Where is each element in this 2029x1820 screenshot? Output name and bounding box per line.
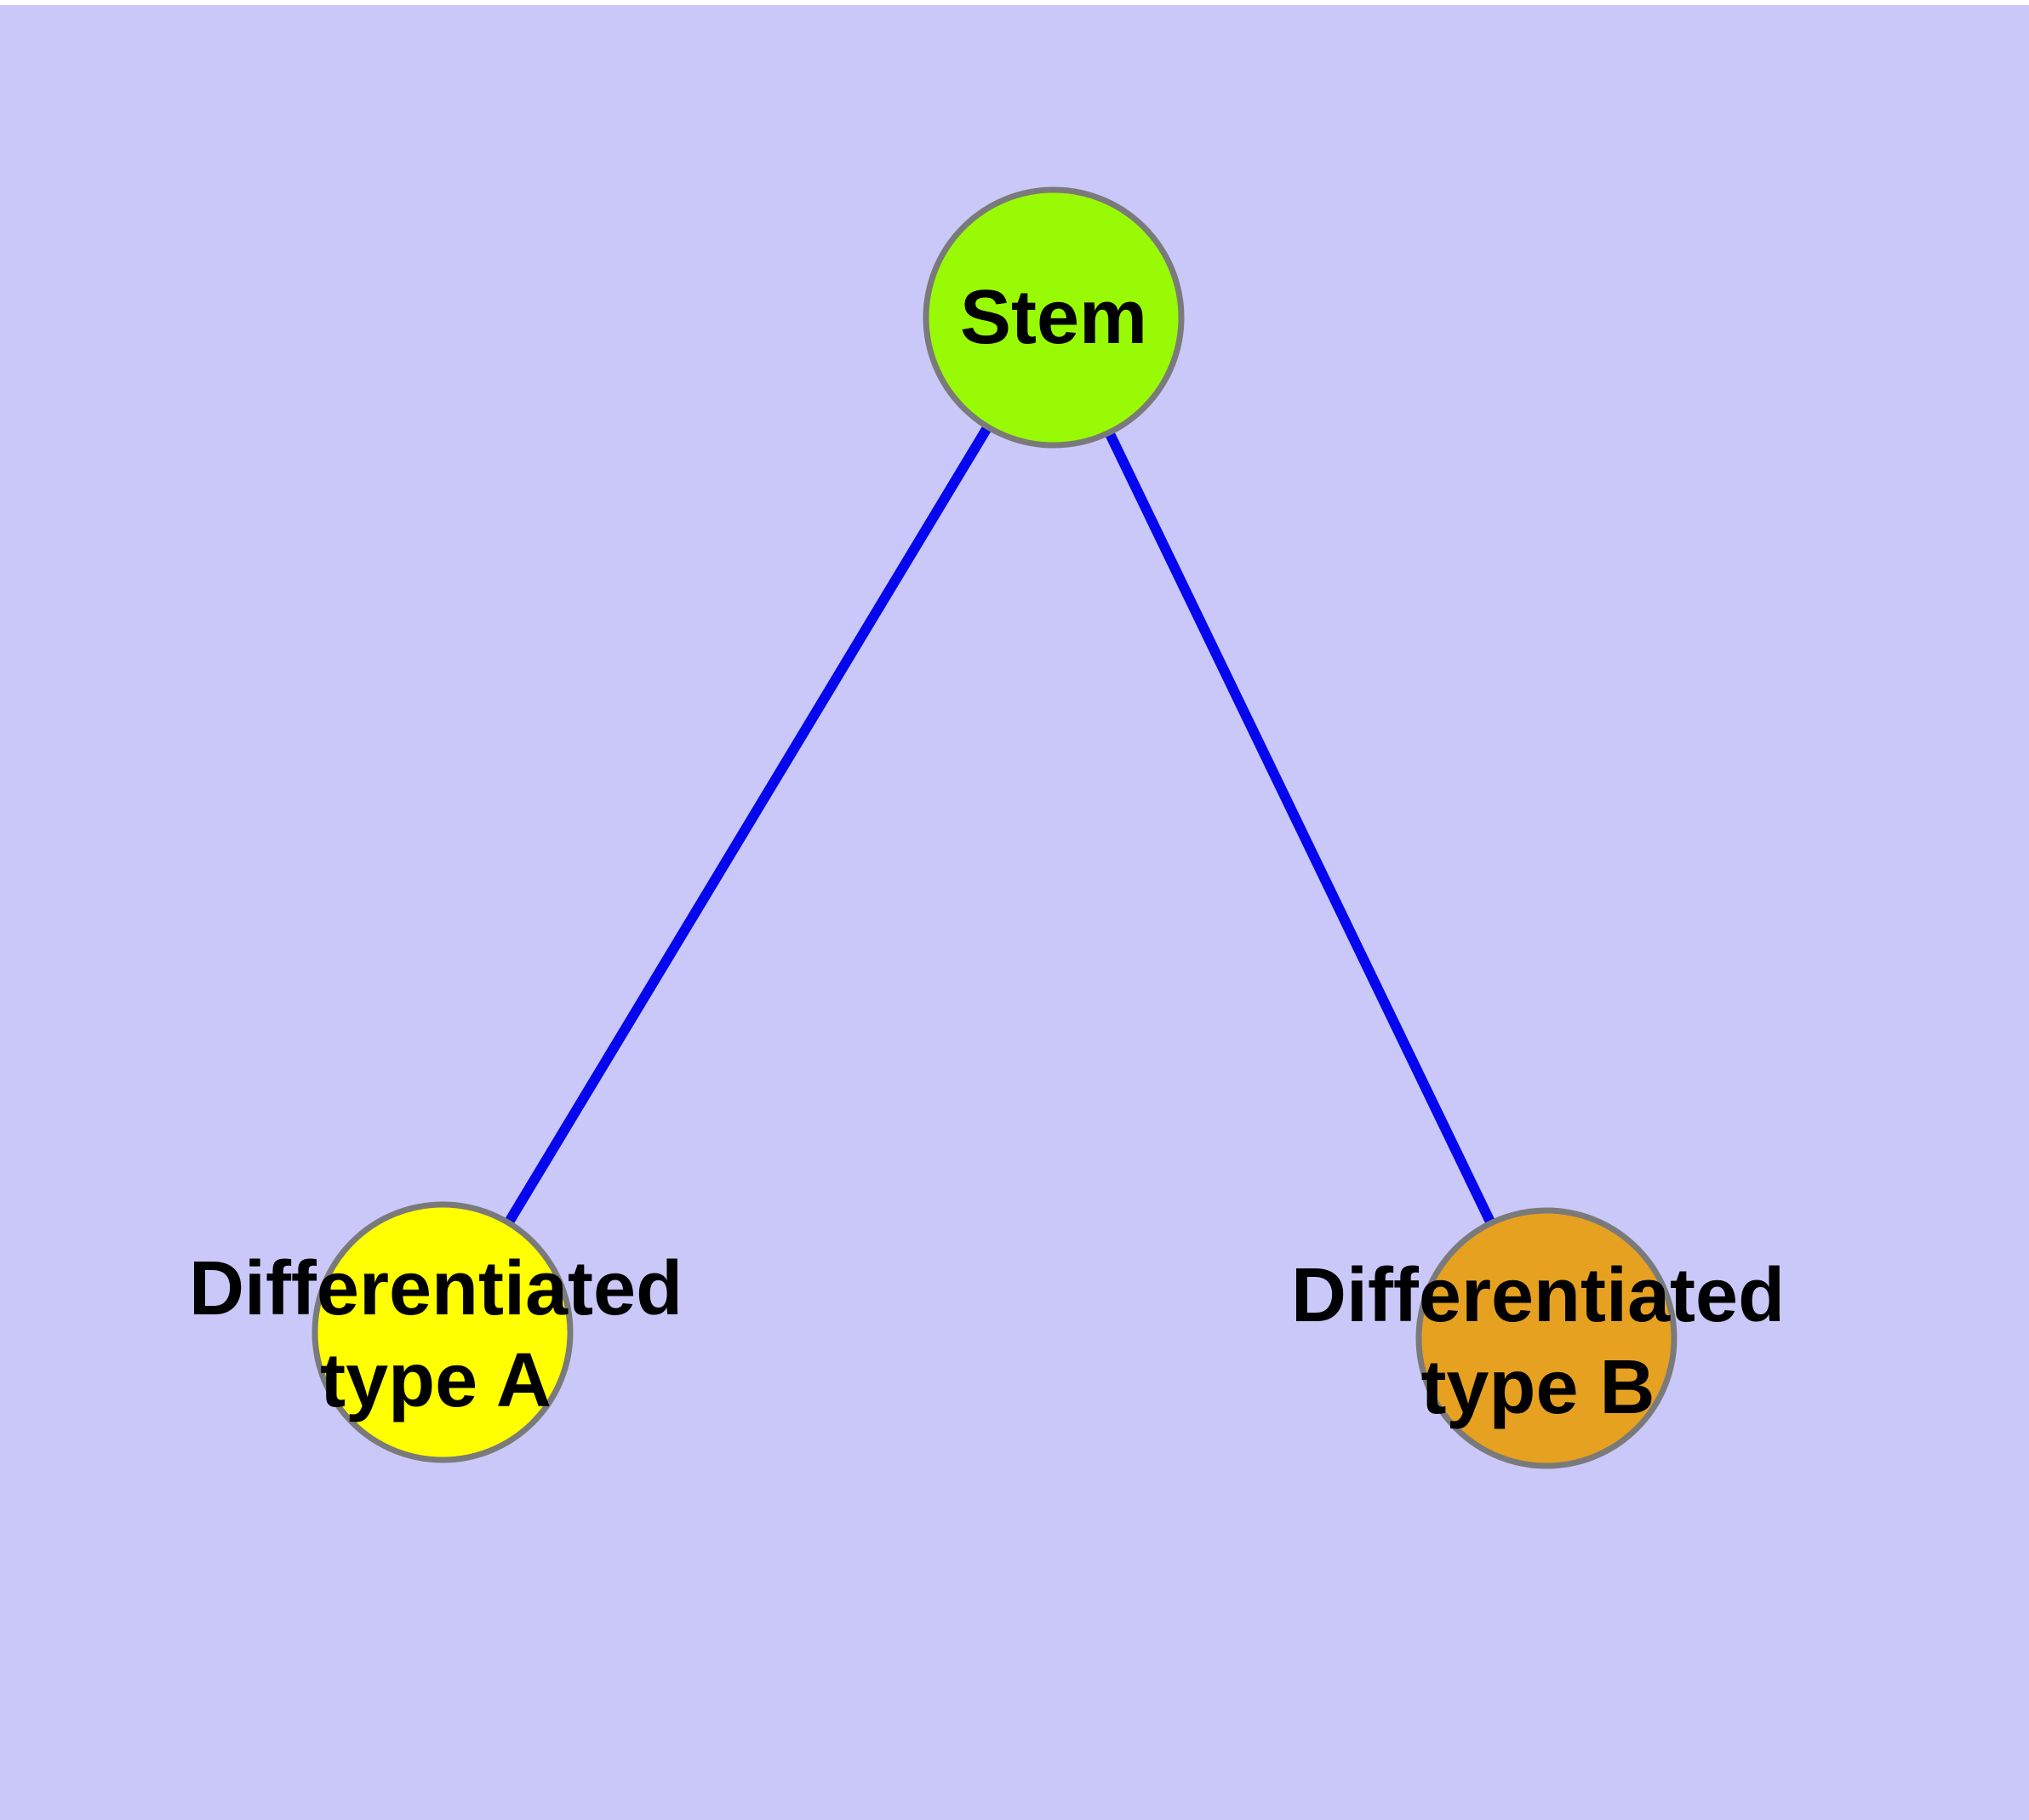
differentiated-type-a-node-label: Differentiated type A xyxy=(189,1243,683,1427)
type-a-label-line2: type A xyxy=(320,1338,552,1423)
type-b-label-line2: type B xyxy=(1420,1345,1655,1430)
top-edge-strip xyxy=(0,0,2029,5)
differentiated-type-b-node-circle xyxy=(1415,1207,1677,1469)
edge-stem-to-type-b xyxy=(1049,315,1552,1341)
differentiated-type-b-node-label: Differentiated type B xyxy=(1291,1250,1785,1434)
type-a-label-line1: Differentiated xyxy=(188,1246,683,1331)
edge-stem-to-type-a xyxy=(437,314,1059,1336)
type-b-label-line1: Differentiated xyxy=(1290,1253,1786,1338)
stem-node-circle xyxy=(923,186,1185,449)
stem-node-label: Stem xyxy=(959,275,1148,360)
differentiated-type-a-node-circle xyxy=(311,1201,574,1463)
